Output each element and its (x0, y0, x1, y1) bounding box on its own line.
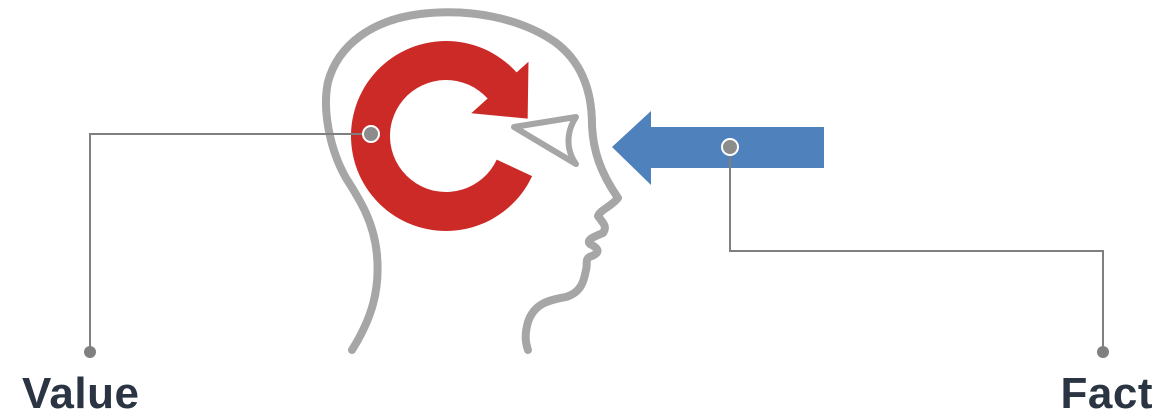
value-connector-end (84, 346, 96, 358)
cycle-arrow-icon (351, 41, 533, 232)
value-label: Value (22, 369, 140, 418)
fact-label: Fact (1060, 369, 1153, 418)
value-connector-anchor (362, 125, 380, 143)
value-connector-line (89, 133, 371, 352)
input-arrow-icon (612, 111, 824, 185)
eye-icon (511, 114, 579, 167)
fact-connector-end (1097, 346, 1109, 358)
fact-connector-anchor (721, 138, 739, 156)
head-profile-icon (322, 8, 622, 354)
fact-connector-line (729, 147, 1104, 352)
